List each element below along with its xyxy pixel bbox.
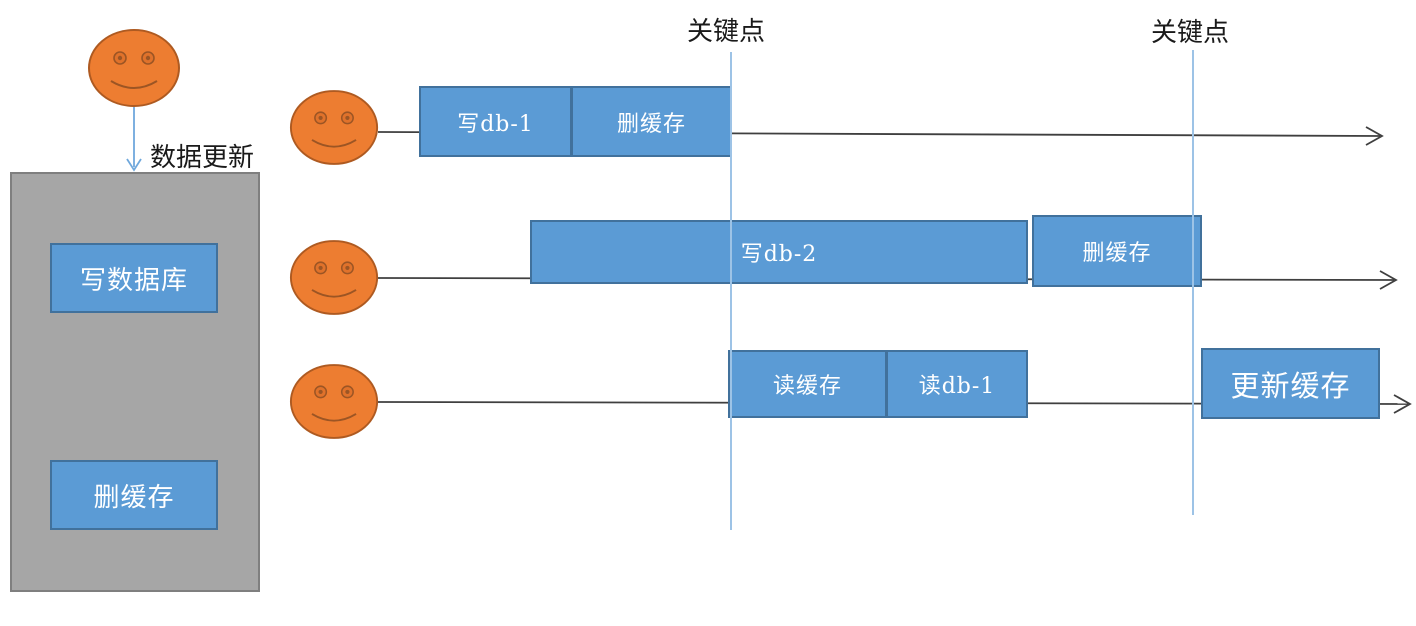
t3-read-cache-box: 读缓存 <box>728 350 887 418</box>
update-flow-arrow <box>126 107 142 172</box>
checkpoint-1-label: 关键点 <box>687 17 766 47</box>
smiley-face-icon <box>88 29 180 107</box>
t2-write-db2-label: 写db-2 <box>740 242 818 267</box>
t3-read-cache-label: 读缓存 <box>772 374 842 399</box>
arrow-right-icon <box>1365 126 1384 146</box>
smiley-face-icon <box>289 90 379 165</box>
checkpoint-2-label: 关键点 <box>1151 18 1230 48</box>
t1-write-db1-label: 写db-1 <box>457 111 534 137</box>
t3-update-cache-box: 更新缓存 <box>1201 348 1380 419</box>
t3-read-db1-label: 读db-1 <box>918 374 996 399</box>
t2-delete-cache-box: 删缓存 <box>1032 215 1202 287</box>
update-flow-label: 数据更新 <box>150 143 255 173</box>
t1-delete-cache-label: 删缓存 <box>616 111 686 137</box>
smiley-face-icon <box>289 240 379 315</box>
checkpoint-1-line <box>730 52 732 530</box>
t1-write-db1-box: 写db-1 <box>419 86 572 157</box>
arrow-right-icon <box>1393 394 1412 414</box>
t2-write-db2-box: 写db-2 <box>530 220 1028 284</box>
arrow-right-icon <box>1379 270 1398 290</box>
store-write-db-label: 写数据库 <box>79 265 188 296</box>
t3-read-db1-box: 读db-1 <box>886 350 1028 418</box>
store-delete-cache-label: 删缓存 <box>93 482 175 513</box>
store-write-db-box: 写数据库 <box>50 243 218 313</box>
smiley-face-icon <box>289 364 379 439</box>
t3-update-cache-label: 更新缓存 <box>1230 368 1351 403</box>
t1-delete-cache-box: 删缓存 <box>571 86 732 157</box>
t2-delete-cache-label: 删缓存 <box>1082 241 1152 266</box>
arrow-down-icon <box>126 158 142 172</box>
checkpoint-2-line <box>1192 50 1194 515</box>
store-delete-cache-box: 删缓存 <box>50 460 218 530</box>
